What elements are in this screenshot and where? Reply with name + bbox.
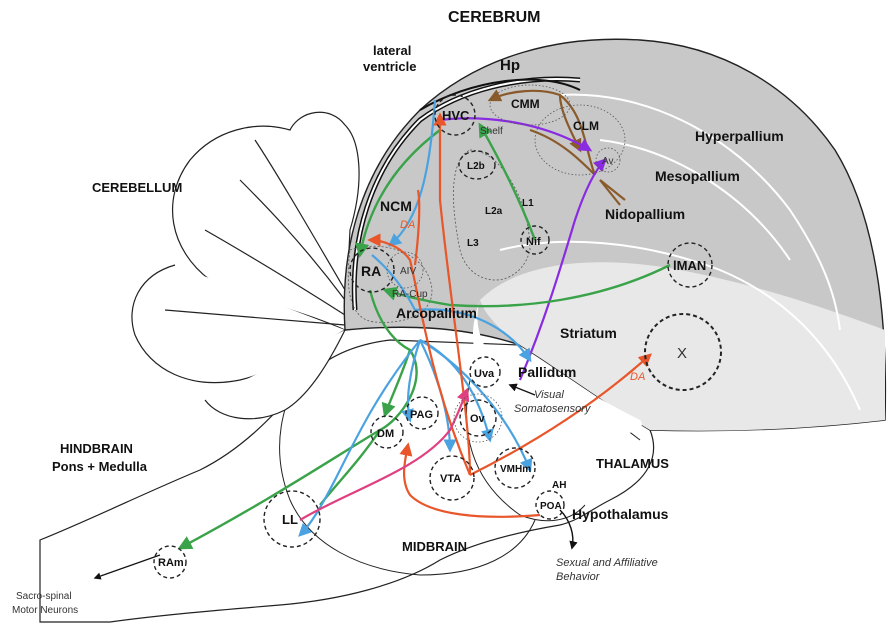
vta-label: VTA bbox=[440, 473, 461, 485]
hypothalamus-label: Hypothalamus bbox=[572, 506, 669, 522]
ra-label: RA bbox=[361, 263, 381, 279]
thalamus-label: THALAMUS bbox=[596, 456, 669, 471]
hvc-label: HVC bbox=[442, 108, 470, 123]
midbrain-label: MIDBRAIN bbox=[402, 539, 467, 554]
aiv-label: AIV bbox=[400, 266, 416, 277]
sacro-spinal-label-2: Motor Neurons bbox=[12, 605, 78, 616]
vmhm-label: VMHm bbox=[500, 464, 531, 475]
cerebellum-label: CEREBELLUM bbox=[92, 180, 182, 195]
hp-label: Hp bbox=[500, 57, 520, 74]
lateral-ventricle-label-1: lateral bbox=[373, 43, 411, 58]
pons-medulla-label: Pons + Medulla bbox=[52, 459, 148, 474]
pallidum-label: Pallidum bbox=[518, 364, 576, 380]
cmm-label: CMM bbox=[511, 97, 540, 111]
sexual-behavior-label-1: Sexual and Affiliative bbox=[556, 557, 658, 569]
mesopallium-label: Mesopallium bbox=[655, 168, 740, 184]
ncm-da-label: DA bbox=[400, 219, 415, 231]
ll-label: LL bbox=[282, 512, 298, 527]
striatum-label: Striatum bbox=[560, 325, 617, 341]
sacro-spinal-label-1: Sacro-spinal bbox=[16, 591, 72, 602]
shelf-label: Shelf bbox=[480, 126, 503, 137]
dm-label: DM bbox=[377, 428, 394, 440]
l2b-label: L2b bbox=[467, 161, 485, 172]
l1-label: L1 bbox=[522, 198, 534, 209]
lman-label: lMAN bbox=[673, 258, 706, 273]
uva-label: Uva bbox=[474, 368, 495, 380]
x-label: X bbox=[677, 345, 687, 362]
hyperpallium-label: Hyperpallium bbox=[695, 128, 784, 144]
x-da-label: DA bbox=[630, 371, 645, 383]
sexual-behavior-label-2: Behavior bbox=[556, 571, 601, 583]
nif-label: Nif bbox=[526, 236, 541, 248]
clm-label: CLM bbox=[573, 119, 599, 133]
ncm-label: NCM bbox=[380, 198, 412, 214]
av-label: Av bbox=[602, 156, 614, 167]
ov-label: Ov bbox=[470, 413, 486, 425]
ram-label: RAm bbox=[158, 557, 184, 569]
cerebrum-label: CEREBRUM bbox=[448, 9, 540, 26]
visual-label: Visual bbox=[534, 389, 564, 401]
somatosensory-label: Somatosensory bbox=[514, 403, 592, 415]
nidopallium-label: Nidopallium bbox=[605, 206, 685, 222]
hindbrain-label: HINDBRAIN bbox=[60, 441, 133, 456]
ah-label: AH bbox=[552, 480, 566, 491]
l2a-label: L2a bbox=[485, 206, 503, 217]
pag-label: PAG bbox=[410, 409, 433, 421]
arcopallium-label: Arcopallium bbox=[396, 305, 477, 321]
lateral-ventricle-label-2: ventricle bbox=[363, 59, 416, 74]
l3-label: L3 bbox=[467, 238, 479, 249]
poa-label: POA bbox=[540, 501, 562, 512]
ra-cup-label: RA-Cup bbox=[392, 289, 428, 300]
